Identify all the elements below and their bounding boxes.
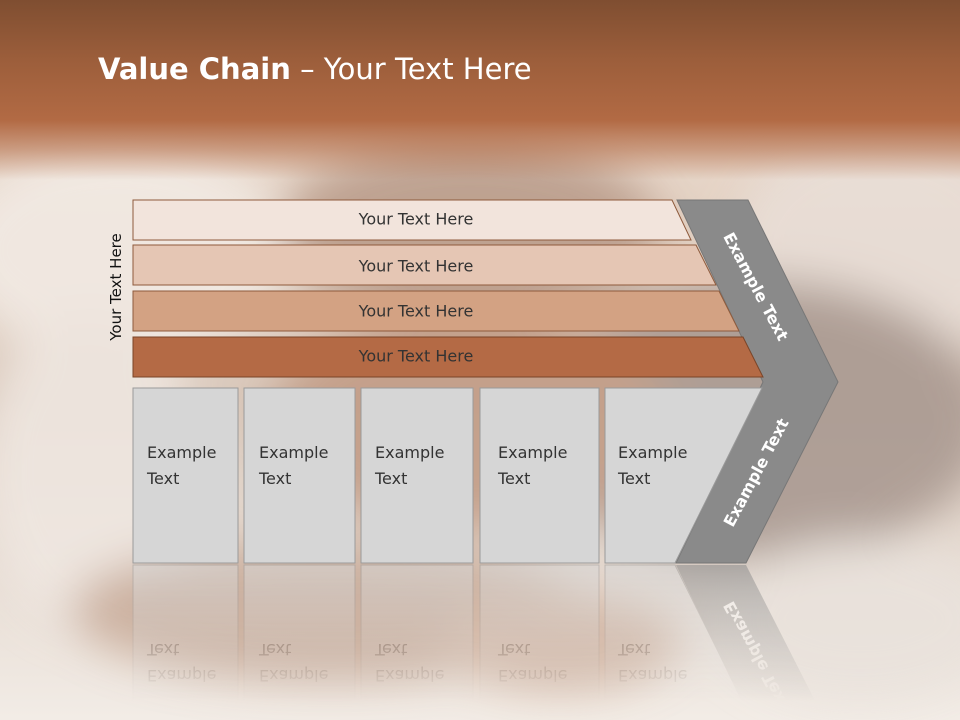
box-1-line2: Text	[146, 469, 179, 488]
svg-text:Example: Example	[618, 666, 687, 685]
bar-1-label: Your Text Here	[358, 210, 474, 229]
title-band	[0, 0, 960, 180]
box-3-line1: Example	[375, 443, 444, 462]
bar-2-label: Your Text Here	[358, 257, 474, 276]
box-5	[604, 387, 763, 564]
bar-2	[132, 244, 717, 286]
title-rest: – Your Text Here	[290, 52, 532, 86]
bar-4-label: Your Text Here	[358, 347, 474, 366]
title-bold: Value Chain	[98, 52, 291, 86]
box-2-line1: Example	[259, 443, 328, 462]
box-1-line1: Example	[147, 443, 216, 462]
svg-text:Example: Example	[498, 666, 567, 685]
box-2-line2: Text	[258, 469, 291, 488]
box-3	[360, 387, 474, 564]
box-4	[479, 387, 600, 564]
chevron-shape	[675, 199, 839, 564]
box-4-line2: Text	[497, 469, 530, 488]
slide-title: Value Chain – Your Text Here	[98, 52, 532, 86]
box-5-line1: Example	[618, 443, 687, 462]
svg-text:Text: Text	[146, 640, 179, 659]
reflection: Example Text Example Text Example Text Exam…	[132, 564, 825, 720]
box-4-line1: Example	[498, 443, 567, 462]
svg-text:Example: Example	[147, 666, 216, 685]
svg-text:Text: Text	[617, 640, 650, 659]
bar-1	[132, 199, 692, 241]
box-2	[243, 387, 356, 564]
box-3-line2: Text	[374, 469, 407, 488]
box-5-line2: Text	[617, 469, 650, 488]
svg-text:Text: Text	[497, 640, 530, 659]
box-1	[132, 387, 239, 564]
svg-text:Example: Example	[375, 666, 444, 685]
svg-text:Text: Text	[374, 640, 407, 659]
svg-text:Example: Example	[259, 666, 328, 685]
svg-text:Text: Text	[258, 640, 291, 659]
bar-3	[132, 290, 740, 332]
bar-3-label: Your Text Here	[358, 302, 474, 321]
bar-4	[132, 336, 764, 378]
